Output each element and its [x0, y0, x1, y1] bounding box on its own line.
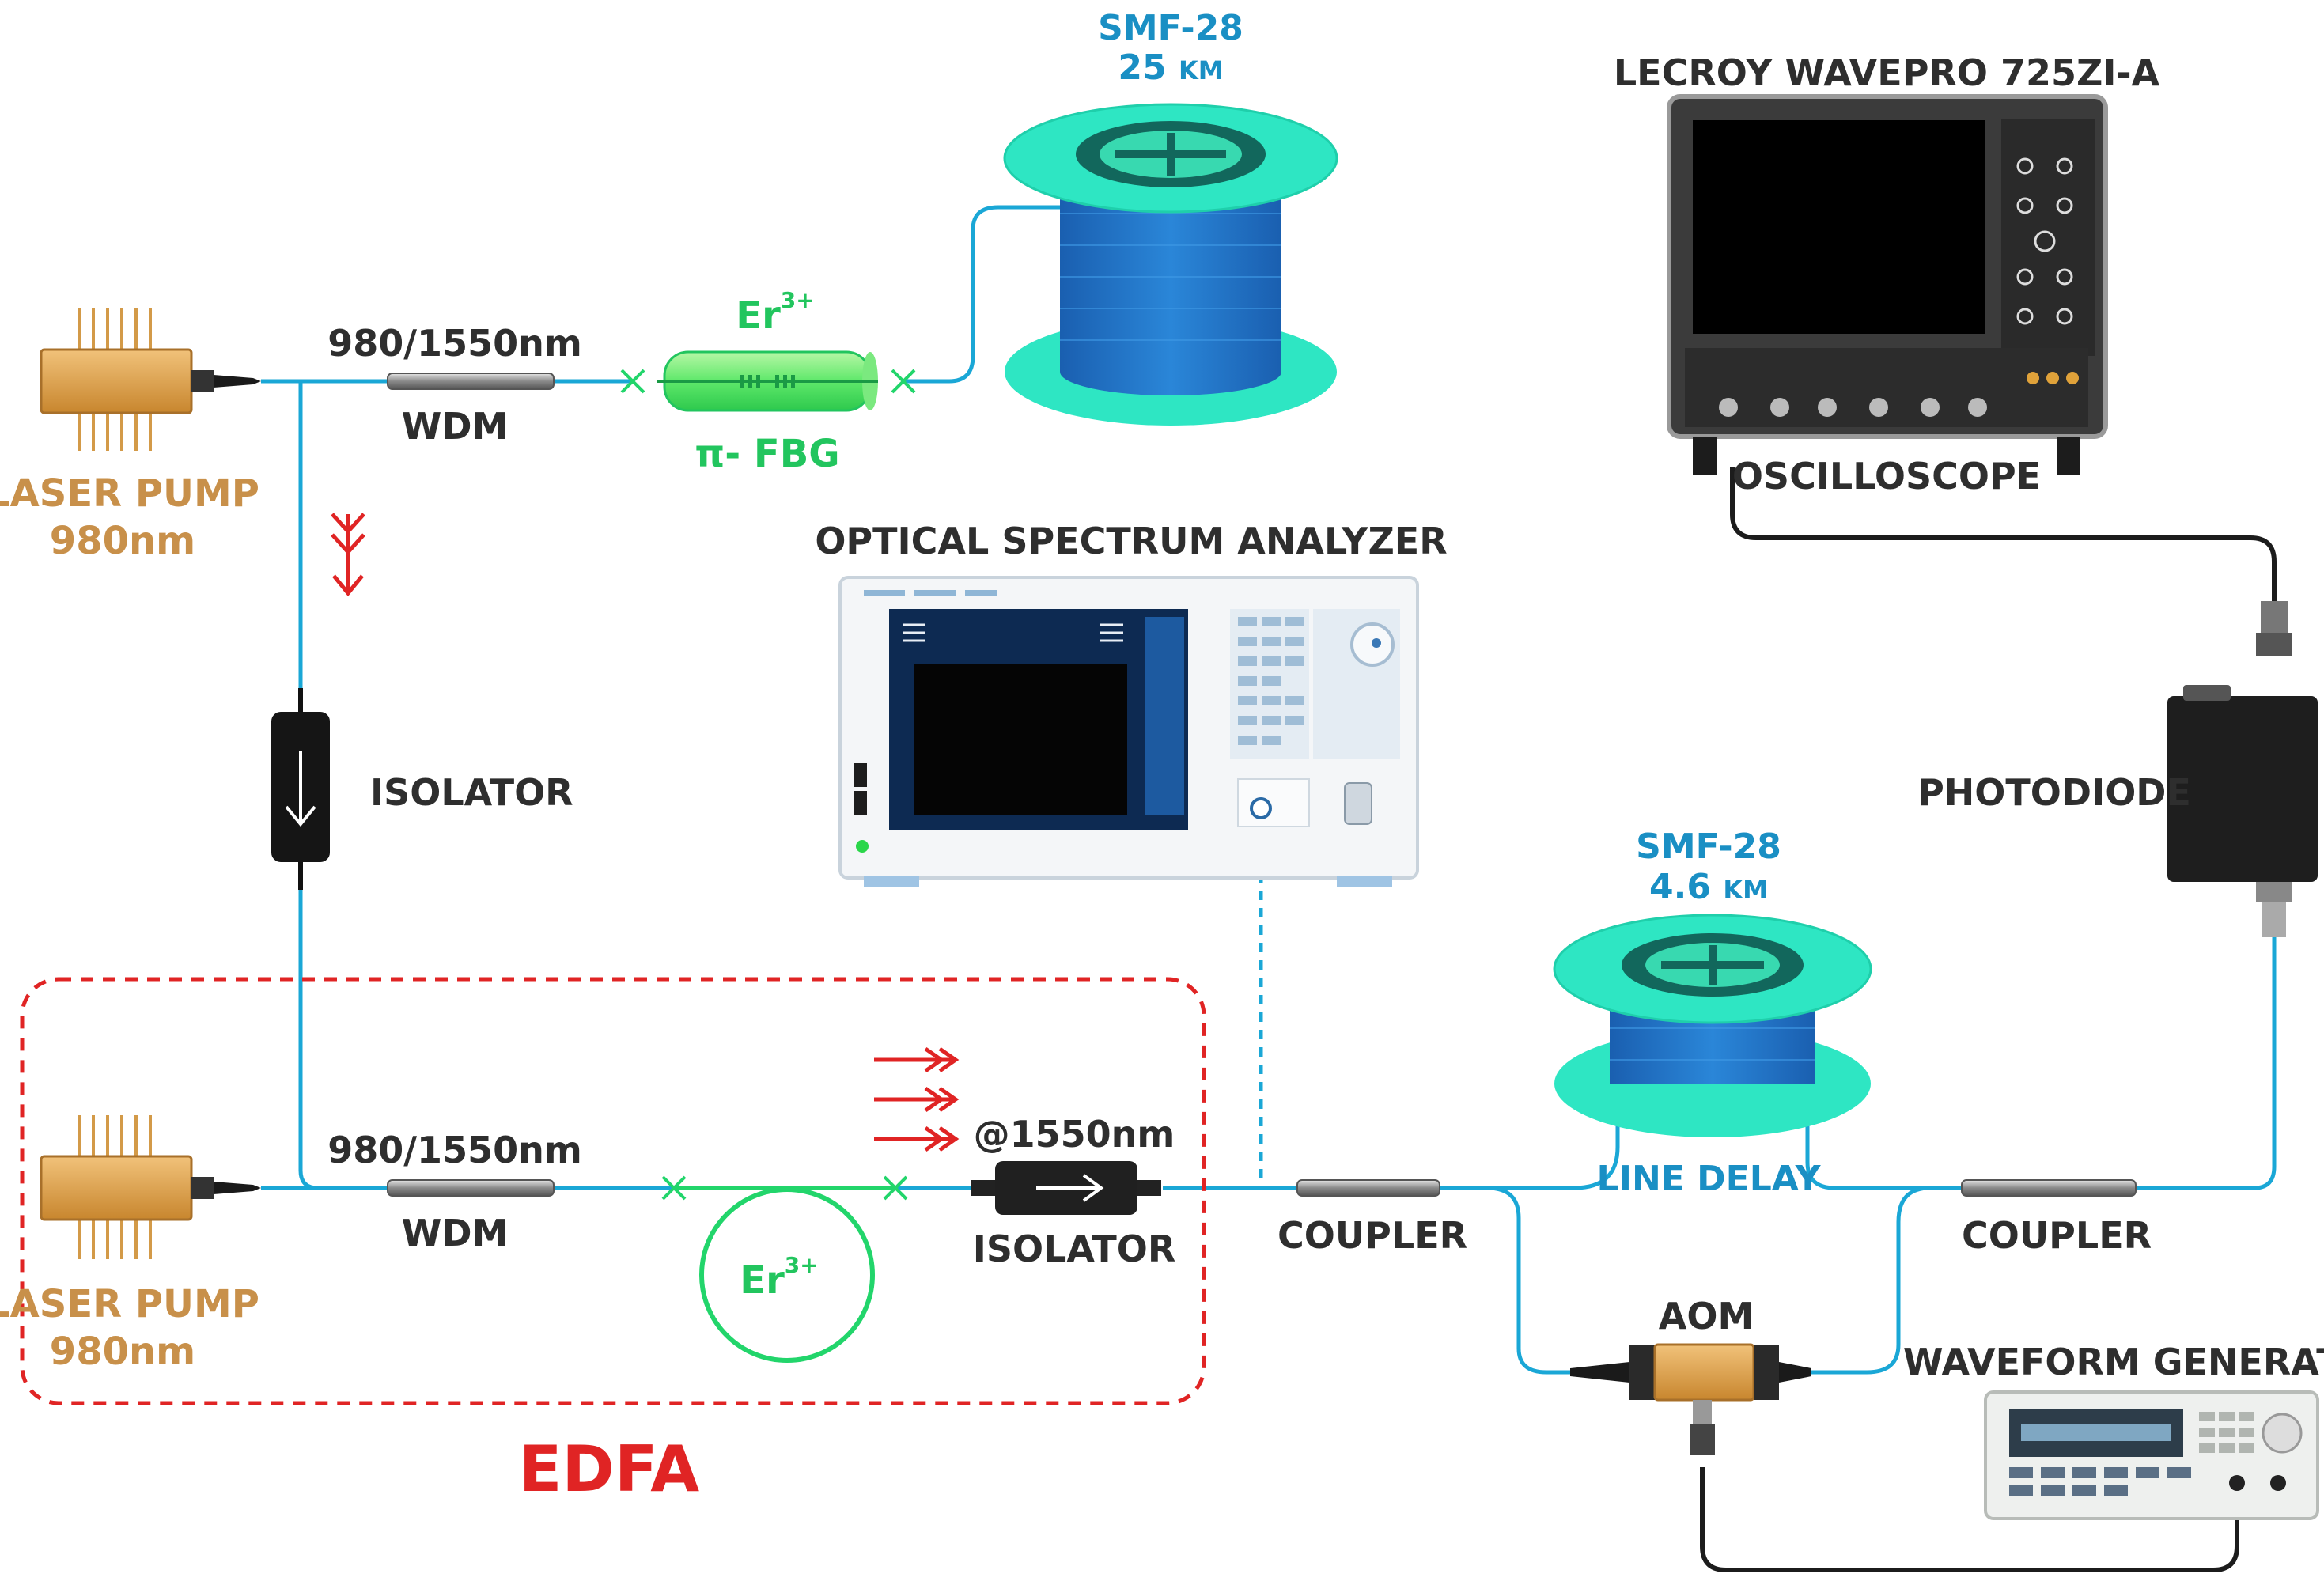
oscilloscope-device [1667, 94, 2108, 475]
smf-mid-name: SMF-28 [1636, 827, 1781, 867]
fiber-coupler-to-delay [1440, 1115, 1620, 1190]
electrical-cables [1700, 467, 2277, 1572]
smf-mid-length: 4.6 KM [1649, 867, 1768, 907]
fiber-fbg-to-spool [902, 205, 1092, 384]
isolator-left [271, 688, 330, 890]
laser-pump-bottom [40, 1115, 261, 1259]
laser-pump-top-label: LASER PUMP [0, 471, 259, 516]
laser-pump-top-wavelength: 980nm [50, 519, 195, 563]
wdm-bottom-label: WDM [402, 1212, 509, 1254]
waveform-generator-label: WAVEFORM GENERATOR [1903, 1341, 2324, 1383]
coupler-right-label: COUPLER [1962, 1214, 2152, 1257]
fiber-paths [261, 205, 2277, 1375]
er-bottom-label: Er3+ [740, 1252, 818, 1303]
coupler-right [1961, 1179, 2137, 1197]
pump-arrows-down [331, 513, 365, 596]
coupler-left-label: COUPLER [1277, 1214, 1467, 1257]
coupler-left [1296, 1179, 1440, 1197]
isolator-left-label: ISOLATOR [370, 771, 573, 814]
splice-marks-top [620, 369, 916, 394]
wdm-top-label: WDM [402, 405, 509, 448]
spool-smf28-4-6km [1553, 914, 1872, 1137]
er-top-label: Er3+ [736, 287, 814, 338]
er-doped-fiber-loop [661, 1175, 908, 1363]
wdm-bottom [387, 1179, 555, 1197]
laser-pump-bottom-label: LASER PUMP [0, 1282, 259, 1326]
smf-top-name: SMF-28 [1098, 8, 1243, 48]
oscilloscope-model: LECROY WAVEPRO 725ZI-A [1614, 51, 2160, 94]
oscilloscope-label: OSCILLOSCOPE [1732, 455, 2041, 497]
aom-device [1570, 1343, 1811, 1455]
isolator-bottom-label: ISOLATOR [973, 1228, 1176, 1270]
laser-pump-bottom-wavelength: 980nm [50, 1330, 195, 1374]
at-1550-label: @1550nm [974, 1113, 1175, 1156]
edfa-label: EDFA [519, 1432, 700, 1506]
photodiode-label: PHOTODIODE [1917, 771, 2191, 814]
pi-fbg-tube [657, 350, 878, 412]
photodiode-device [2167, 601, 2318, 937]
fiber-coupler-to-aom [1486, 1186, 1570, 1375]
smf-top-length: 25 KM [1118, 47, 1223, 88]
waveform-generator-device [1984, 1390, 2319, 1520]
osa-label: OPTICAL SPECTRUM ANALYZER [815, 520, 1447, 562]
fiber-coupler-to-photodiode [2136, 937, 2277, 1190]
fbg-label: π- FBG [695, 432, 839, 476]
spool-smf28-25km [1003, 103, 1338, 426]
fiber-aom-to-coupler [1811, 1186, 1962, 1375]
cable-osc-to-photodiode [1730, 467, 2277, 656]
optical-spectrum-analyzer [838, 576, 1419, 887]
laser-pump-top [40, 308, 261, 451]
isolator-bottom [971, 1161, 1161, 1215]
wdm-top [387, 373, 555, 390]
wdm-bottom-ratio: 980/1550nm [327, 1129, 582, 1171]
line-delay-label: LINE DELAY [1597, 1159, 1822, 1199]
fiber-delay-to-coupler [1805, 1115, 1962, 1190]
cable-aom-to-generator [1700, 1467, 2239, 1572]
pump-arrows-right [874, 1046, 960, 1152]
edfa-boundary [20, 977, 1206, 1405]
wdm-top-ratio: 980/1550nm [327, 322, 582, 365]
aom-label: AOM [1659, 1295, 1754, 1337]
